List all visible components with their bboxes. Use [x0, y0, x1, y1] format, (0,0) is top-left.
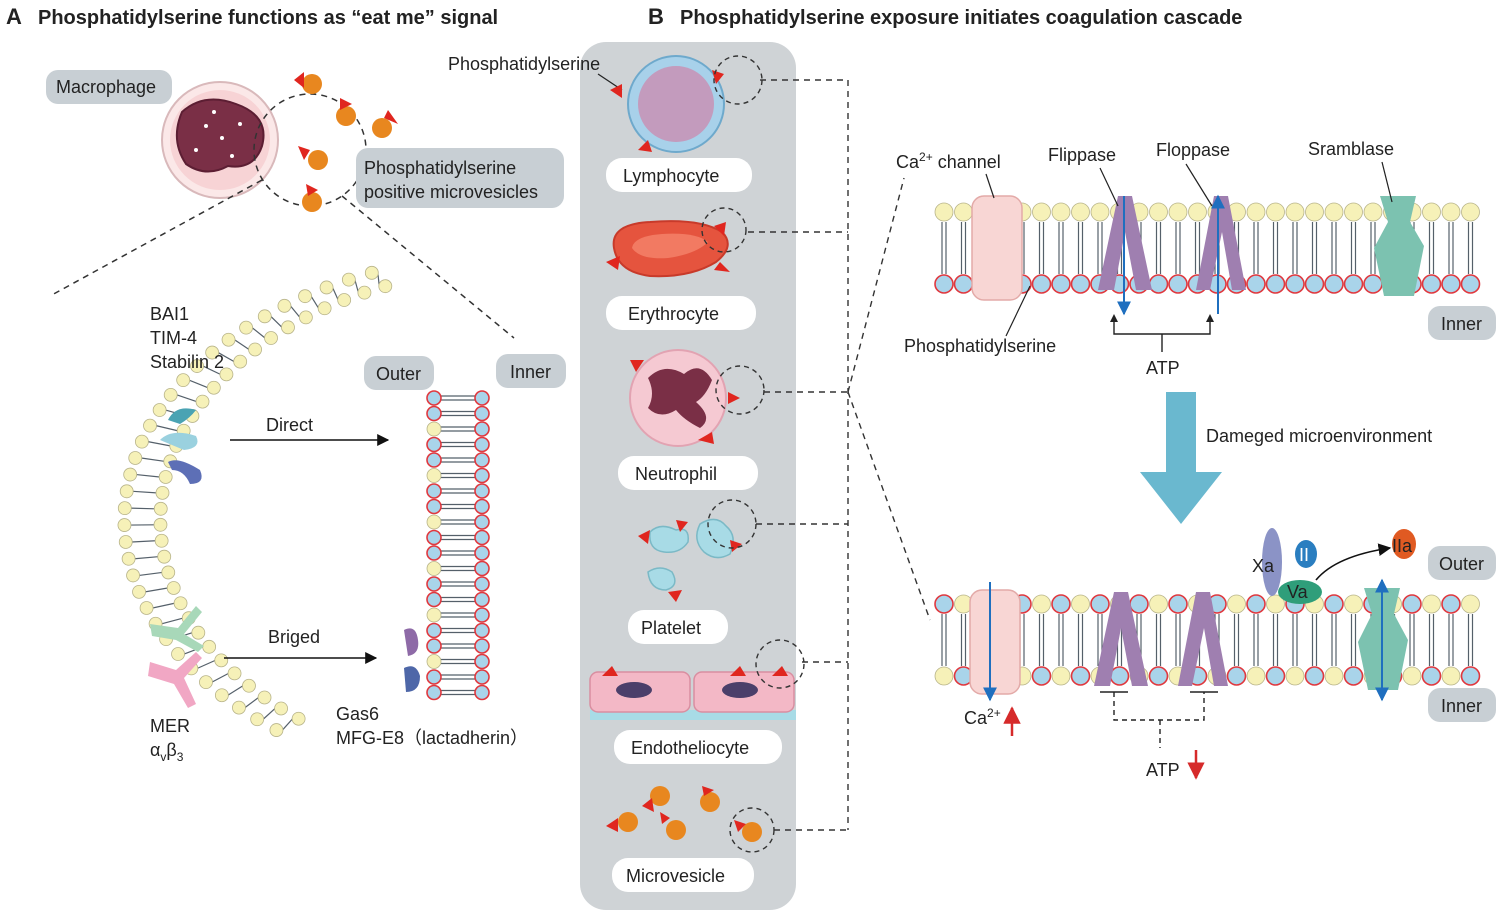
mfge8-icon	[404, 666, 420, 692]
endotheliocyte-icon	[589, 666, 796, 720]
atp-bracket-top	[1113, 318, 1211, 352]
direct-receptors-icon	[160, 408, 202, 484]
cell-erythrocyte: Erythrocyte	[628, 304, 719, 324]
cell-endotheliocyte: Endotheliocyte	[631, 738, 749, 758]
neutrophil-label-box	[618, 456, 758, 490]
microvesicle-label-line2: positive microvesicles	[364, 182, 538, 202]
neutrophil-icon	[629, 349, 740, 447]
inner-label-top: Inner	[1441, 314, 1482, 334]
scramblase-icon	[1374, 196, 1424, 296]
zoom-circle-endotheliocyte	[755, 639, 805, 689]
cell-platelet: Platelet	[641, 618, 701, 638]
microvesicles-icon	[294, 72, 398, 212]
floppase-bottom-icon	[1178, 592, 1228, 686]
factor-iia-icon	[1392, 529, 1416, 559]
zoom-circle-erythrocyte	[701, 207, 747, 253]
factor-xa-icon	[1262, 528, 1282, 596]
flippase-icon	[1098, 196, 1152, 290]
transition-arrow	[1140, 392, 1222, 524]
panel-a-title: Phosphatidylserine functions as “eat me”…	[38, 7, 498, 29]
receptor-bai1: BAI1	[150, 304, 189, 324]
microvesicle-label-line1: Phosphatidylserine	[364, 158, 516, 178]
cell-connectors	[748, 79, 931, 831]
cell-neutrophil: Neutrophil	[635, 464, 717, 484]
outer-label-a: Outer	[376, 364, 421, 384]
ca-channel-pointer	[985, 173, 995, 199]
curved-cell-membrane	[117, 265, 393, 737]
bridge-mfge8: MFG-E8（lactadherin）	[336, 728, 528, 748]
floppase-icon	[1196, 196, 1246, 290]
receptor-integrin: αvβ3	[150, 740, 184, 764]
outer-label-box-a	[364, 356, 434, 390]
floppase-label: Floppase	[1156, 140, 1230, 160]
lymphocyte-label-box	[606, 158, 752, 192]
zoom-circle-neutrophil	[715, 365, 765, 415]
transition-label: Dameged microenvironment	[1206, 426, 1432, 446]
factor-ii-icon	[1295, 540, 1317, 568]
bridged-receptors-icon	[148, 606, 204, 708]
atp-arrowhead-left	[1110, 314, 1118, 322]
outer-label-bottom: Outer	[1439, 554, 1484, 574]
scramblase-pointer	[1381, 161, 1393, 203]
platelet-icon	[638, 518, 742, 602]
flippase-pointer	[1099, 167, 1119, 207]
thrombin-arrow	[1315, 543, 1392, 581]
atp-bracket-bottom	[1100, 691, 1218, 748]
microvesicle-cells-icon	[606, 786, 762, 842]
macrophage-cell-icon	[161, 81, 279, 199]
factor-ii: II	[1299, 545, 1309, 565]
inner-label-box-a	[496, 354, 566, 388]
arrow-direct-label: Direct	[266, 415, 313, 435]
endotheliocyte-label-box	[614, 730, 782, 764]
macrophage-label: Macrophage	[56, 77, 156, 97]
panel-b-letter: B	[648, 4, 664, 29]
macrophage-label-box	[46, 70, 172, 104]
ca-channel-top	[971, 195, 1023, 301]
microvesicle-label-box	[356, 148, 564, 208]
flippase-label: Flippase	[1048, 145, 1116, 165]
atp-arrowhead-right	[1206, 314, 1214, 322]
atp-bottom: ATP	[1146, 760, 1180, 780]
receptor-stabilin2: Stabilin 2	[150, 352, 224, 372]
outer-label-box-bottom	[1428, 546, 1496, 580]
inner-label-a: Inner	[510, 362, 551, 382]
cell-lymphocyte: Lymphocyte	[623, 166, 719, 186]
factor-xa: Xa	[1252, 556, 1275, 576]
ps-pointer-label: Phosphatidylserine	[448, 54, 600, 74]
flippase-bottom-icon	[1094, 592, 1148, 686]
ca-channel-label: Ca2+ channel	[896, 150, 1001, 172]
cell-microvesicle: Microvesicle	[626, 866, 725, 886]
receptor-tim4: TIM-4	[150, 328, 197, 348]
factor-va-icon	[1278, 580, 1322, 604]
platelet-label-box	[628, 610, 728, 644]
inner-label-box-top	[1428, 306, 1496, 340]
ca-bottom-label: Ca2+	[964, 706, 1001, 728]
factor-iia: IIa	[1392, 536, 1413, 556]
inner-label-bottom: Inner	[1441, 696, 1482, 716]
ps-label-top: Phosphatidylserine	[904, 336, 1056, 356]
erythrocyte-label-box	[606, 296, 756, 330]
gas6-icon	[404, 628, 419, 656]
atp-top: ATP	[1146, 358, 1180, 378]
vertical-bilayer	[426, 390, 490, 701]
panel-b-title: Phosphatidylserine exposure initiates co…	[680, 7, 1242, 29]
lymphocyte-icon	[610, 55, 725, 153]
microvesicle-label-box	[612, 858, 754, 892]
factor-va: Va	[1287, 582, 1309, 602]
scramblase-label: Sramblase	[1308, 139, 1394, 159]
ca-channel-bottom	[969, 589, 1021, 695]
zoom-line-left	[49, 179, 263, 297]
bridge-gas6: Gas6	[336, 704, 379, 724]
arrow-bridged-label: Briged	[268, 627, 320, 647]
panel-a-letter: A	[6, 4, 22, 29]
inner-label-box-bottom	[1428, 688, 1496, 722]
receptor-mer: MER	[150, 716, 190, 736]
ps-pointer-top	[1005, 285, 1031, 337]
erythrocyte-icon	[606, 220, 730, 278]
zoom-line-right	[341, 195, 515, 339]
floppase-pointer	[1185, 163, 1213, 207]
